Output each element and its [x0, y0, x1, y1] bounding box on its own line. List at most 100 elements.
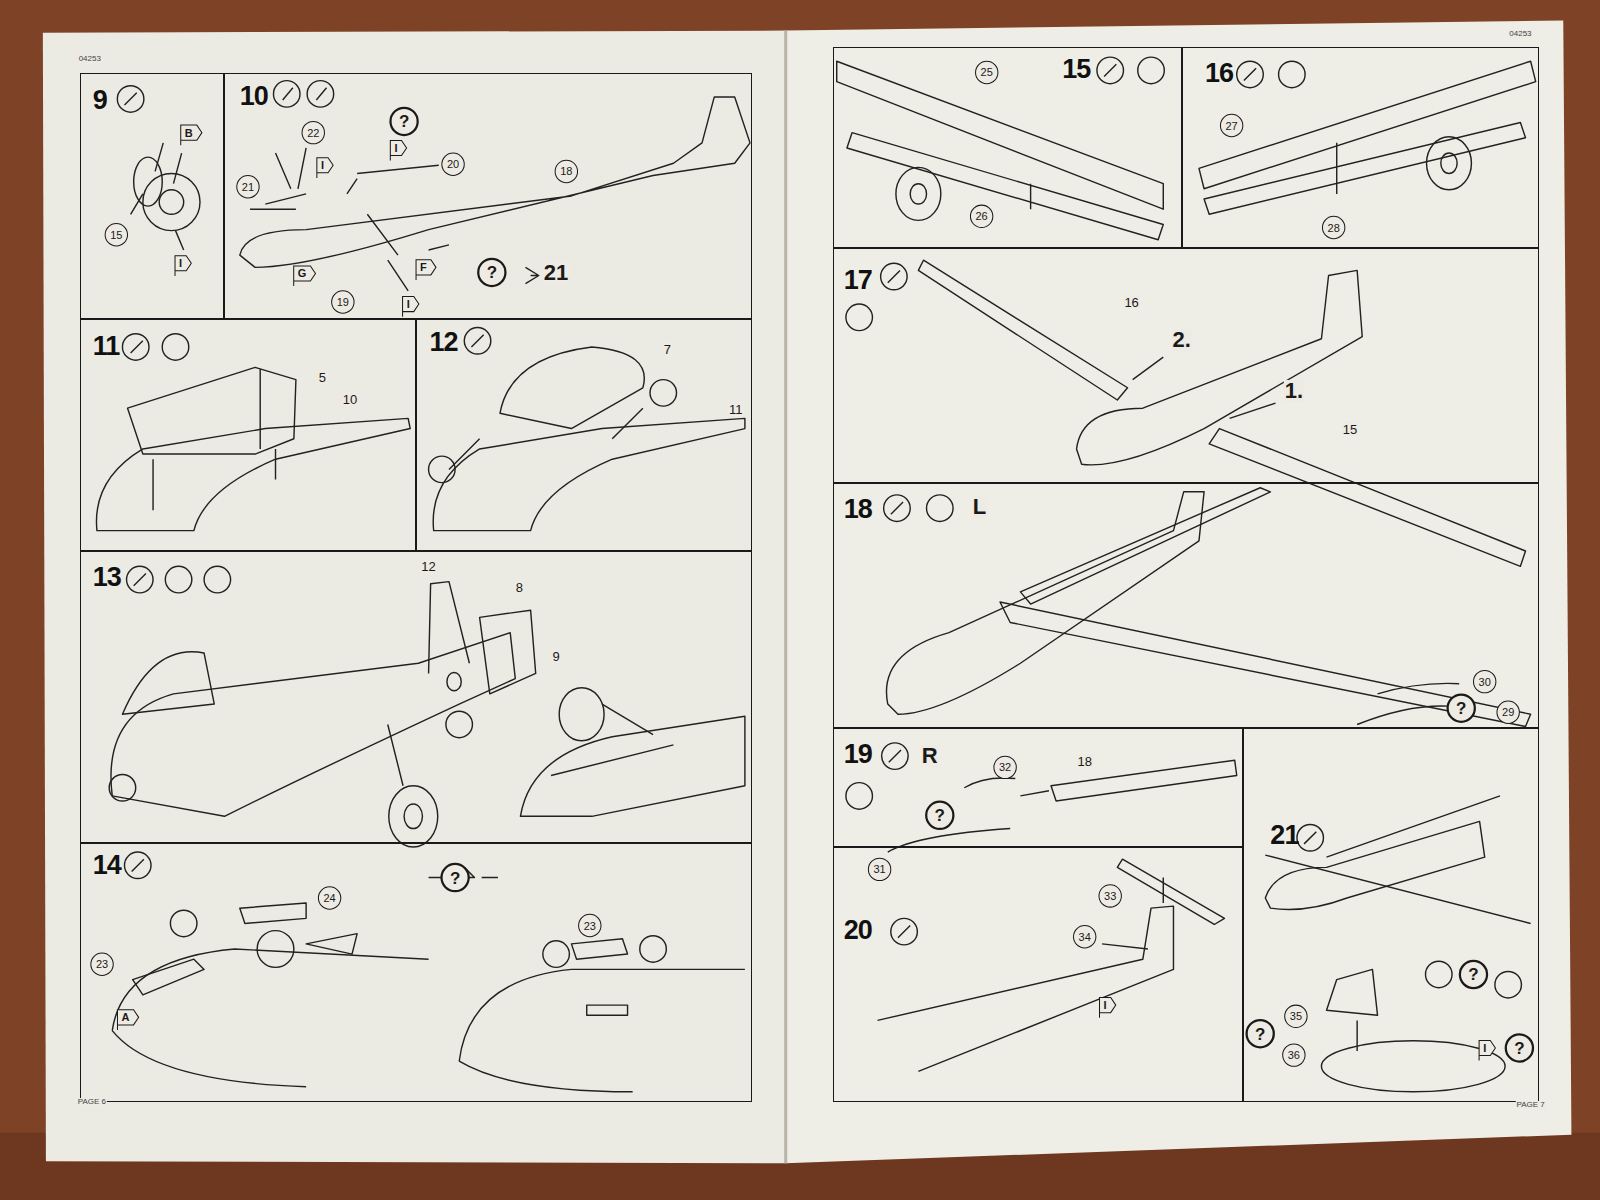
- page-code: 04253: [78, 55, 102, 63]
- callout-number: 30: [1478, 676, 1492, 687]
- part-flag: B: [184, 127, 194, 138]
- step-number: 13: [93, 564, 121, 591]
- illustration-line: [520, 716, 744, 816]
- step-panel: 15: [833, 47, 1182, 248]
- callout-circle: [1506, 1034, 1533, 1061]
- illustration-line: [1441, 153, 1457, 173]
- part-flag-outline: [390, 140, 406, 160]
- part-flag: F: [419, 262, 428, 273]
- illustration-line: [927, 495, 954, 522]
- callout-circle: [105, 223, 127, 245]
- illustration-line: [640, 936, 667, 963]
- callout-number: 23: [95, 959, 109, 970]
- illustration-line: [918, 260, 1525, 566]
- callout-number: 19: [336, 297, 350, 308]
- callout-number: 18: [559, 166, 573, 177]
- part-number: 12: [420, 560, 436, 573]
- part-number: 9: [551, 650, 560, 663]
- page-code: PAGE 6: [77, 1098, 107, 1106]
- callout-circle: [1448, 695, 1475, 722]
- callout-circle: [1285, 1005, 1307, 1027]
- page-code: 04253: [1508, 30, 1532, 38]
- illustration-line: [886, 492, 1204, 714]
- help-mark: ?: [1467, 966, 1479, 983]
- step-number: 12: [430, 329, 458, 356]
- illustration-line: [1279, 61, 1306, 88]
- illustration-line: [846, 304, 873, 331]
- step-mark: 21: [543, 262, 569, 284]
- illustration-line: [1327, 969, 1378, 1051]
- illustration-line: [389, 786, 438, 847]
- illustration-line: [1265, 821, 1484, 909]
- callout-circle: [926, 802, 953, 829]
- callout-number: 26: [975, 211, 989, 222]
- illustration-line: [112, 949, 428, 1087]
- callout-number: 32: [998, 762, 1012, 773]
- illustration-line: [459, 969, 745, 1091]
- illustration-line: [888, 778, 1049, 852]
- illustration-line: [429, 582, 536, 694]
- step-panel: 14: [80, 843, 752, 1102]
- callout-number: 35: [1289, 1011, 1303, 1022]
- illustration-line: [429, 456, 456, 483]
- part-flag-outline: [317, 158, 333, 178]
- illustration-line: [170, 910, 197, 937]
- callout-circle: [970, 205, 992, 227]
- callout-circle: [237, 176, 259, 198]
- illustration-line: [122, 334, 149, 361]
- illustration-line: [786, 20, 1572, 1163]
- callout-circle: [1283, 1044, 1305, 1066]
- illustration-line: [96, 57, 1535, 1092]
- callout-number: 22: [306, 127, 320, 138]
- illustration-line: [896, 167, 941, 220]
- illustration-line: [1357, 683, 1459, 724]
- illustration-line: [159, 190, 183, 214]
- help-mark: ?: [398, 113, 410, 130]
- page-code: PAGE 7: [1515, 1101, 1545, 1109]
- callout-circle: [478, 259, 505, 286]
- step-number: 17: [844, 267, 872, 294]
- illustration-line: [559, 688, 604, 741]
- callout-number: 27: [1225, 120, 1239, 131]
- illustration-line: [131, 143, 184, 250]
- step-number: 15: [1062, 56, 1090, 83]
- part-flag-outline: [416, 260, 436, 280]
- callout-circle: [91, 953, 113, 975]
- callout-circle: [1247, 1020, 1274, 1047]
- help-mark: ?: [934, 807, 946, 824]
- illustration-line: [1133, 357, 1276, 418]
- illustration-line: [404, 804, 422, 828]
- callout-circle: [442, 864, 469, 891]
- callout-circle: [868, 858, 890, 880]
- step-mark: L: [972, 496, 987, 518]
- step-number: 16: [1205, 60, 1233, 87]
- illustration-line: [1138, 57, 1165, 84]
- illustration-line: [449, 408, 643, 469]
- step-panel: 17: [833, 248, 1539, 483]
- part-number: 8: [515, 580, 524, 593]
- step-panel: 21: [1243, 728, 1539, 1102]
- callout-circle: [1073, 926, 1095, 948]
- part-number: 11: [728, 403, 744, 416]
- part-number: 18: [1076, 755, 1092, 768]
- illustration-line: [446, 711, 473, 738]
- part-flag: A: [121, 1012, 131, 1023]
- callout-number: 34: [1078, 931, 1092, 942]
- step-panel: 18: [833, 483, 1539, 728]
- illustration-line: [1495, 971, 1522, 998]
- part-flag-outline: [117, 1010, 138, 1030]
- callout-number: 31: [872, 864, 886, 875]
- step-panel: 19: [833, 728, 1243, 847]
- part-flag: G: [297, 268, 308, 279]
- illustration-line: [204, 566, 231, 593]
- callout-circle: [318, 887, 340, 909]
- callout-circle: [390, 108, 417, 135]
- illustration-line: [111, 633, 515, 817]
- illustration-line: [250, 148, 449, 291]
- callout-circle: [1497, 701, 1519, 723]
- callout-circle: [1460, 961, 1487, 988]
- callout-circle: [302, 121, 324, 143]
- illustration-line: [784, 31, 787, 1164]
